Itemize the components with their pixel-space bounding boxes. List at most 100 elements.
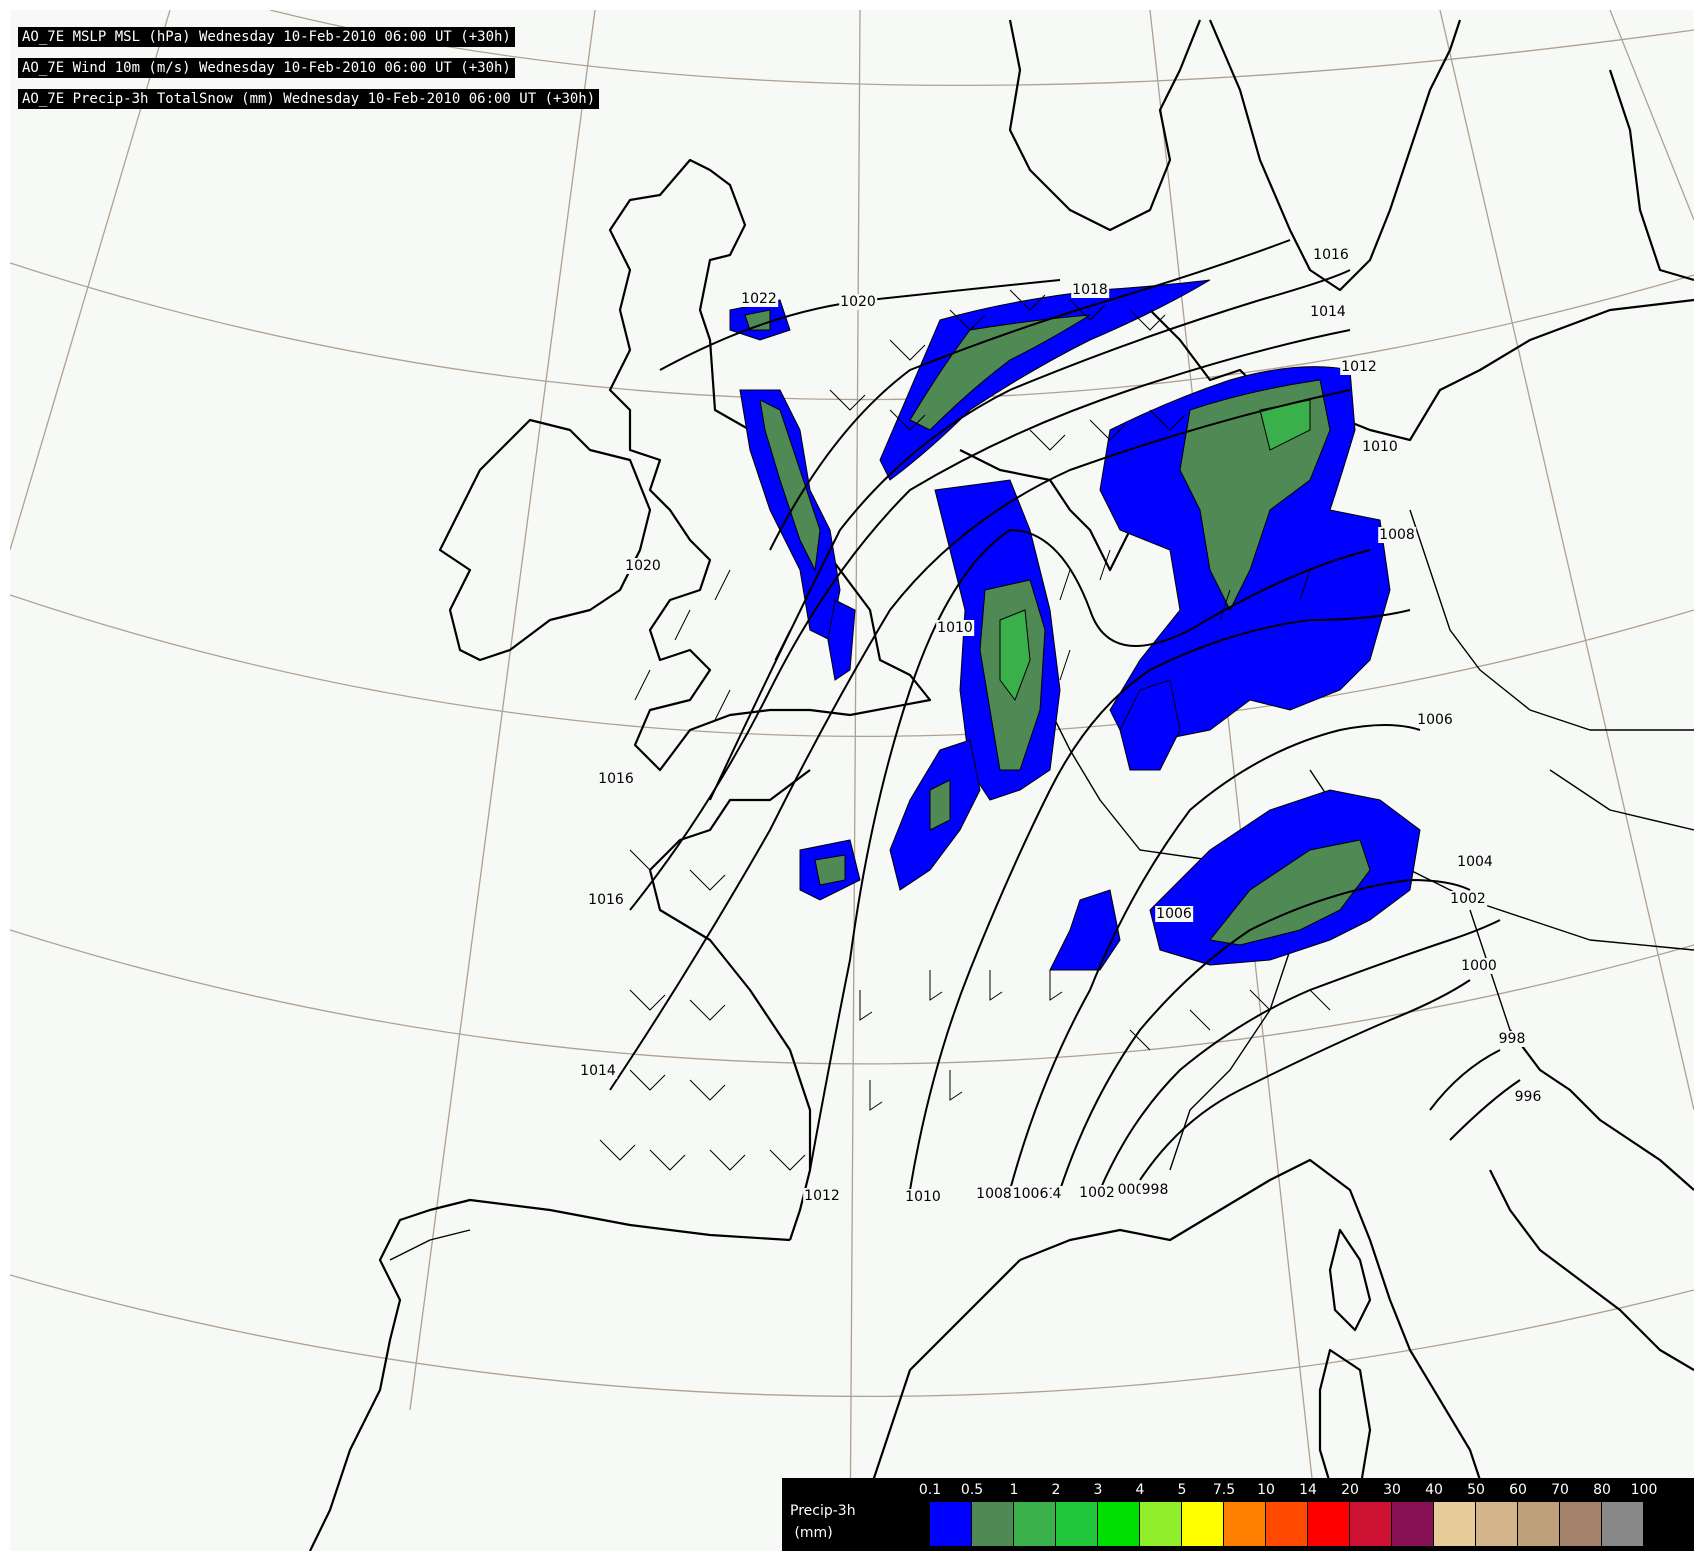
isobar-label: 1002 [1078,1185,1116,1201]
precip-area [1049,889,1121,971]
isobar-label: 1020 [624,558,662,574]
precip-area [827,599,856,681]
legend-tick: 70 [1551,1482,1569,1498]
isobar [629,329,1351,911]
precip-area [999,609,1031,702]
isobar [609,389,1351,1091]
legend-tick: 2 [1051,1482,1061,1498]
legend-tick: 20 [1341,1482,1359,1498]
isobar-label: 1008 [975,1186,1013,1202]
legend-tick: 0.5 [960,1482,984,1498]
isobar-label: 998 [1497,1031,1527,1047]
isobar-label: 1010 [904,1189,942,1205]
coast-france-west [648,769,812,1241]
legend-swatch [1266,1502,1308,1546]
isobar-label: 998 [1140,1182,1170,1198]
longitude-line [1609,10,1694,221]
precip-area [814,854,846,886]
isobar-label: 1002 [1449,891,1487,907]
coast-italy-adriatic [1489,1169,1694,1371]
wind-barb [1059,549,1311,681]
legend-swatch [1182,1502,1224,1546]
isobar-label: 1022 [740,291,778,307]
legend-tick: 14 [1299,1482,1317,1498]
map-title-mslp: AO_7E MSLP MSL (hPa) Wednesday 10-Feb-20… [18,27,515,47]
legend-swatch [1602,1502,1644,1546]
graticule [10,10,1694,1551]
isobar-label: 1006 [1155,906,1193,922]
isobar-label: 1016 [587,892,625,908]
border-line [389,1229,471,1261]
isobar [769,239,1291,551]
precip-area [929,779,951,831]
coast-gulf-lion [1019,1158,1372,1262]
coast-iberia-north [309,1198,791,1551]
isobar-label: 1014 [1309,304,1347,320]
wind-barbs [599,289,1331,1171]
border-line [1409,509,1694,731]
isobar-label: 1016 [597,771,635,787]
legend-tick: 3 [1093,1482,1103,1498]
precip-area [739,389,841,641]
longitude-line [409,10,596,1411]
isobar-label: 1014 [579,1063,617,1079]
wind-barb [634,569,791,721]
legend-swatch [1644,1502,1686,1546]
longitude-line [849,10,861,1551]
precipitation-areas [729,279,1421,971]
isobar-label: 000 [1116,1182,1146,1198]
latitude-line [10,1274,1694,1397]
isobar [1429,1049,1501,1111]
isobar-label: 1010 [1361,439,1399,455]
longitude-line [1439,10,1694,1111]
isobar-label: 1004 [1456,854,1494,870]
legend-swatch [1140,1502,1182,1546]
legend-tick: 10 [1257,1482,1275,1498]
isobar-label: 1012 [1340,359,1378,375]
isobar-label: 1008 [1378,527,1416,543]
wind-barb [1129,989,1331,1051]
map-canvas [10,10,1694,1551]
wind-barb [859,970,1063,1111]
isobar-label: 4 [1051,1186,1063,1202]
legend-swatch [1434,1502,1476,1546]
coast-baltic [1608,69,1694,282]
latitude-line [10,929,1694,1065]
isobar-label: 1010 [936,620,974,636]
legend-tick: 40 [1425,1482,1443,1498]
coast-sweden [1208,19,1462,292]
precip-area [1209,839,1371,946]
isobar-label: 1016 [1312,247,1350,263]
wind-barb [829,389,1186,451]
legend-tick: 0.1 [918,1482,942,1498]
border-line [1549,769,1694,831]
coast-norway [1008,19,1202,232]
legend-tick: 4 [1135,1482,1145,1498]
legend-tick: 30 [1383,1482,1401,1498]
legend-swatch [1518,1502,1560,1546]
wind-barb [889,289,1166,361]
latitude-line [10,594,1694,737]
legend-swatch [1476,1502,1518,1546]
isobar-label: 996 [1513,1089,1543,1105]
legend-swatch [1098,1502,1140,1546]
coast-adriatic-east [1509,1029,1694,1191]
isobar [1139,979,1471,1181]
legend-swatch [1308,1502,1350,1546]
legend-tick: 60 [1509,1482,1527,1498]
isobar [1009,724,1421,1191]
wind-barb [599,1139,806,1171]
isobar [1449,1079,1521,1141]
legend-swatch [1392,1502,1434,1546]
legend-swatch [972,1502,1014,1546]
wind-barb [629,849,726,1101]
isobar-label: 1006 [1416,712,1454,728]
latitude-line [10,262,1694,401]
legend-swatch [1056,1502,1098,1546]
legend-title: Precip-3h (mm) [790,1503,856,1541]
legend-swatch [1224,1502,1266,1546]
isobar [1059,878,1471,1191]
legend-tick: 1 [1009,1482,1019,1498]
legend-swatch [1014,1502,1056,1546]
